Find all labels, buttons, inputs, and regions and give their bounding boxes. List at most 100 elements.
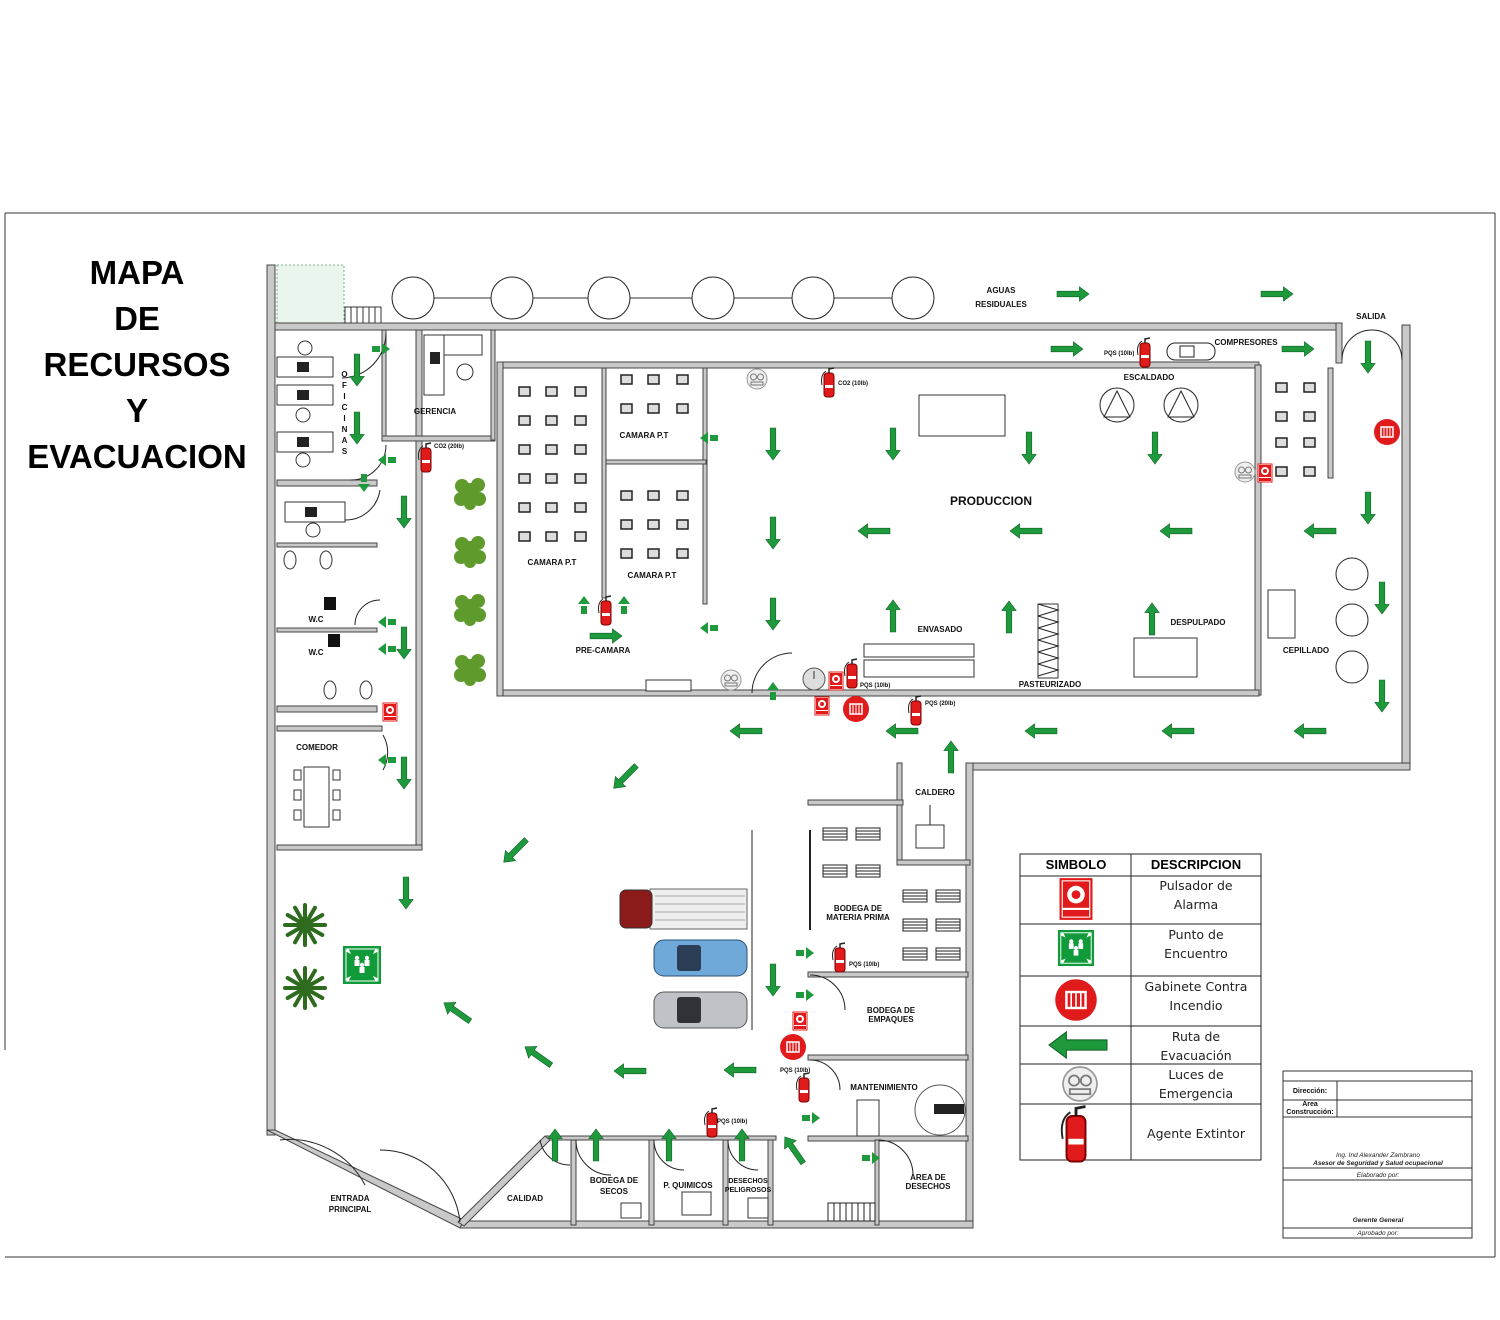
exit-direction-arrow [862,1152,880,1164]
storage-box-icon [1303,466,1316,477]
wall [874,1139,880,1226]
storage-box-icon [518,502,531,513]
chair-icon [295,452,311,468]
door-swing [727,1139,759,1171]
toilet-icon [319,550,333,570]
room-p-quimicos: P. QUIMICOS [663,1181,713,1190]
wall [276,725,383,732]
scalding-tank-icon [1099,387,1135,423]
fire-extinguisher-icon [796,1072,810,1103]
fire-extinguisher-icon [908,695,922,726]
area-label: Construcción: [1286,1109,1333,1116]
storage-box-icon [545,386,558,397]
extinguisher-label: CO2 (10lb) [838,381,868,387]
storage-box-icon [545,531,558,542]
exit-direction-arrow [796,947,814,959]
evacuation-arrow [1050,341,1084,357]
room-bodega-empaques: EMPAQUES [868,1015,914,1024]
exit-direction-arrow [700,622,718,634]
wall [702,367,708,605]
wall [896,762,903,864]
evacuation-arrow [1293,723,1327,739]
legend-description: Pulsador de [1159,878,1233,893]
tree-icon [454,594,486,626]
evacuation-arrow [661,1128,677,1162]
wall [648,1136,655,1226]
fire-extinguisher-icon [1060,1105,1087,1163]
fire-hose-cabinet-icon [1055,979,1097,1021]
legend-description: Luces de [1168,1067,1224,1082]
storage-box-icon [574,473,587,484]
chair-icon [297,340,313,356]
storage-box-icon [620,403,633,414]
exit-direction-arrow [358,474,370,492]
rack-icon [935,918,961,932]
fire-hose-cabinet-icon [780,1034,806,1060]
palm-icon [283,966,327,1010]
room-area-desechos: AREA DE [910,1173,946,1182]
evacuation-arrow [857,523,891,539]
room-bodega-materia-prima: BODEGA DE [834,904,883,913]
area-escaldado: ESCALDADO [1124,373,1175,382]
cepillado-machine-icon [1267,589,1296,639]
legend-description: Evacuación [1160,1048,1231,1063]
wall [276,705,378,713]
legend-description: Encuentro [1164,946,1228,961]
palm-icon [283,903,327,947]
evacuation-arrow [1147,431,1163,465]
evacuation-arrow [1360,491,1376,525]
storage-box-icon [620,490,633,501]
exit-direction-arrow [378,643,396,655]
legend-description: Alarma [1174,897,1218,912]
door-swing [575,1139,612,1176]
exit-direction-arrow [378,454,396,466]
sink-icon [620,1202,642,1219]
room-bodega-empaques: BODEGA DE [867,1006,916,1015]
alarm-pushbutton-icon [1257,463,1273,483]
evacuation-arrow [398,876,414,910]
entrance-label: ENTRADA [330,1194,369,1203]
evacuation-arrow [396,495,412,529]
rack-icon [855,827,881,841]
wall [969,762,1411,771]
pasteurizer-icon [1037,603,1060,679]
compressor-icon [1166,342,1216,361]
evacuation-arrow [1281,341,1315,357]
brushing-drum-icon [1335,603,1369,637]
wall [601,367,607,599]
storage-box-icon [620,374,633,385]
fire-extinguisher-icon [418,442,432,473]
conveyor-icon [863,643,975,658]
wall [459,1220,974,1229]
evacuation-arrow [1360,340,1376,374]
author-role: Asesor de Seguridad y Salud ocupacional [1312,1160,1443,1167]
evacuation-routes [349,286,1390,1166]
rack-icon [855,864,881,878]
pulper-icon [1133,637,1198,678]
storage-box-icon [545,415,558,426]
storage-box-icon [518,473,531,484]
evacuation-arrow [589,628,623,644]
rack-icon [902,918,928,932]
restroom-sign-icon [324,597,336,610]
wall [1254,364,1262,696]
garden-patch [276,264,345,324]
alarm-pushbutton-icon [1059,878,1093,920]
storage-box-icon [620,548,633,559]
evacuation-arrow [765,963,781,997]
wall [276,479,378,487]
storage-box-icon [574,531,587,542]
title-line: DE [114,300,160,337]
title-line: MAPA [90,254,185,291]
storage-box-icon [574,386,587,397]
fire-hose-cabinet-icon [1374,419,1400,445]
rack-icon [822,827,848,841]
area-pasteurizado: PASTEURIZADO [1019,680,1082,689]
chair-icon [295,407,311,423]
legend-description: Gabinete Contra [1145,979,1248,994]
storage-box-icon [647,548,660,559]
room-gerencia: GERENCIA [414,407,456,416]
title-block: Dirección: Área Construcción: Ing. Ind A… [1282,1070,1473,1239]
door-swing [382,734,389,771]
extinguisher-label: PQS (10lb) [860,683,890,689]
